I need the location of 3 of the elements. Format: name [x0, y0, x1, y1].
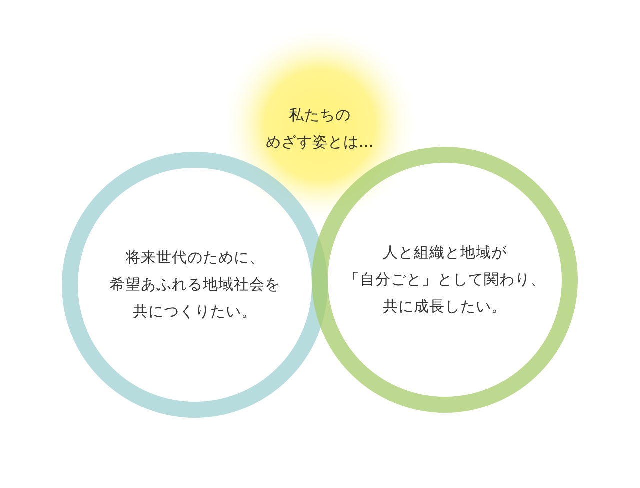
node-text: 人と組織と地域が「自分ごと」として関わり、共に成長したい。 [343, 242, 547, 318]
node-text: 私たちのめざす姿とは… [264, 105, 376, 153]
node-text: 将来世代のために、希望あふれる地域社会を共につくりたい。 [108, 248, 282, 322]
